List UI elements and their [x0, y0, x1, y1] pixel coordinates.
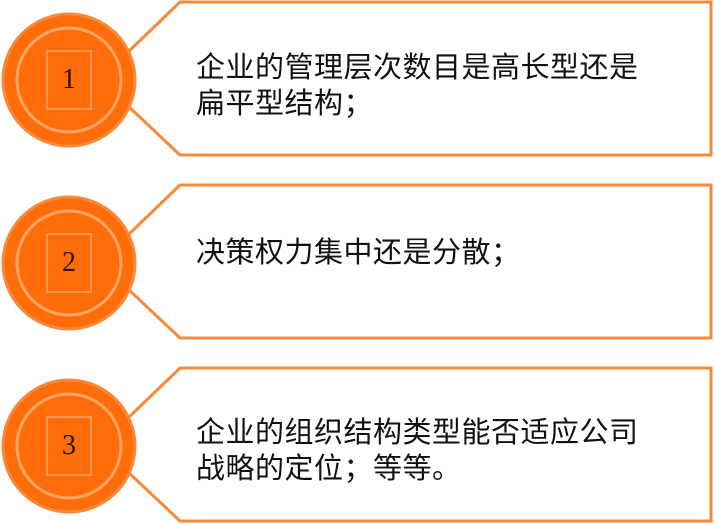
- list-item-3-shape: [1, 366, 713, 523]
- item-text-1: 企业的管理层次数目是高长型还是 扁平型结构；: [196, 50, 639, 120]
- list-item-1-shape: [1, 0, 713, 157]
- item-number-1: 1: [62, 64, 76, 95]
- number-box-1: [46, 50, 92, 110]
- item-text-3: 企业的组织结构类型能否适应公司 战略的定位；等等。: [196, 415, 639, 485]
- number-ring-1: [15, 26, 123, 134]
- number-box-3: [46, 416, 92, 476]
- number-circle-1: [1, 12, 137, 148]
- number-ring-3: [15, 392, 123, 500]
- number-ring-2: [15, 209, 123, 317]
- list-item-2-shape: [1, 183, 713, 340]
- item-number-3: 3: [62, 430, 76, 461]
- number-circle-2: [1, 195, 137, 331]
- item-number-2: 2: [62, 247, 76, 278]
- item-text-2: 决策权力集中还是分散；: [196, 235, 521, 269]
- number-box-2: [46, 233, 92, 293]
- number-circle-3: [1, 378, 137, 514]
